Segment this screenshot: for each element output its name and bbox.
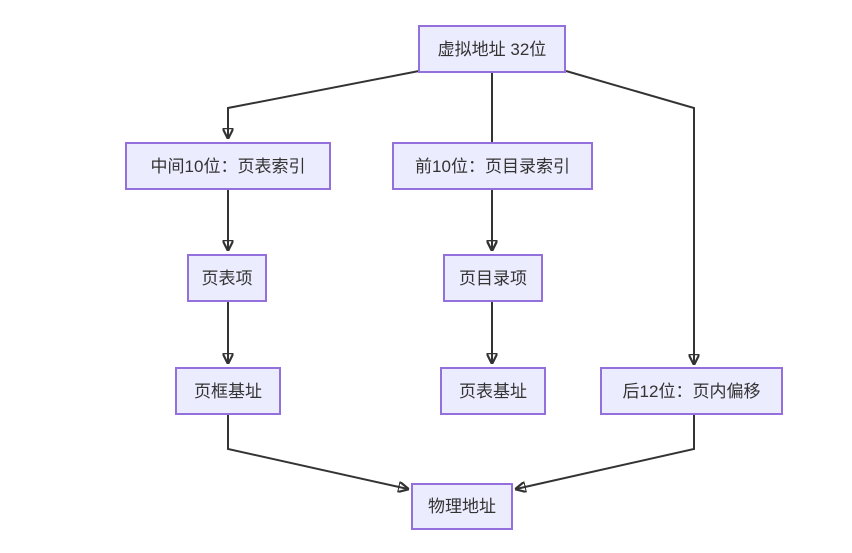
node-page-directory-entry: 页目录项 <box>443 254 543 302</box>
node-first-10bits: 前10位：页目录索引 <box>392 142 593 190</box>
edge-pageframebase-to-physical <box>227 415 408 489</box>
node-last-12bits: 后12位：页内偏移 <box>600 367 783 415</box>
node-middle-10bits: 中间10位：页表索引 <box>125 142 331 190</box>
node-page-table-entry: 页表项 <box>187 254 267 302</box>
node-page-table-base: 页表基址 <box>440 367 546 415</box>
node-physical-address: 物理地址 <box>411 483 513 530</box>
node-page-frame-base: 页框基址 <box>175 367 281 415</box>
node-virtual-address: 虚拟地址 32位 <box>418 25 566 73</box>
edge-last12bits-to-physical <box>516 415 695 489</box>
edge-virtual-to-last12bits <box>565 70 694 364</box>
edge-virtual-to-middle10bits <box>228 70 420 138</box>
